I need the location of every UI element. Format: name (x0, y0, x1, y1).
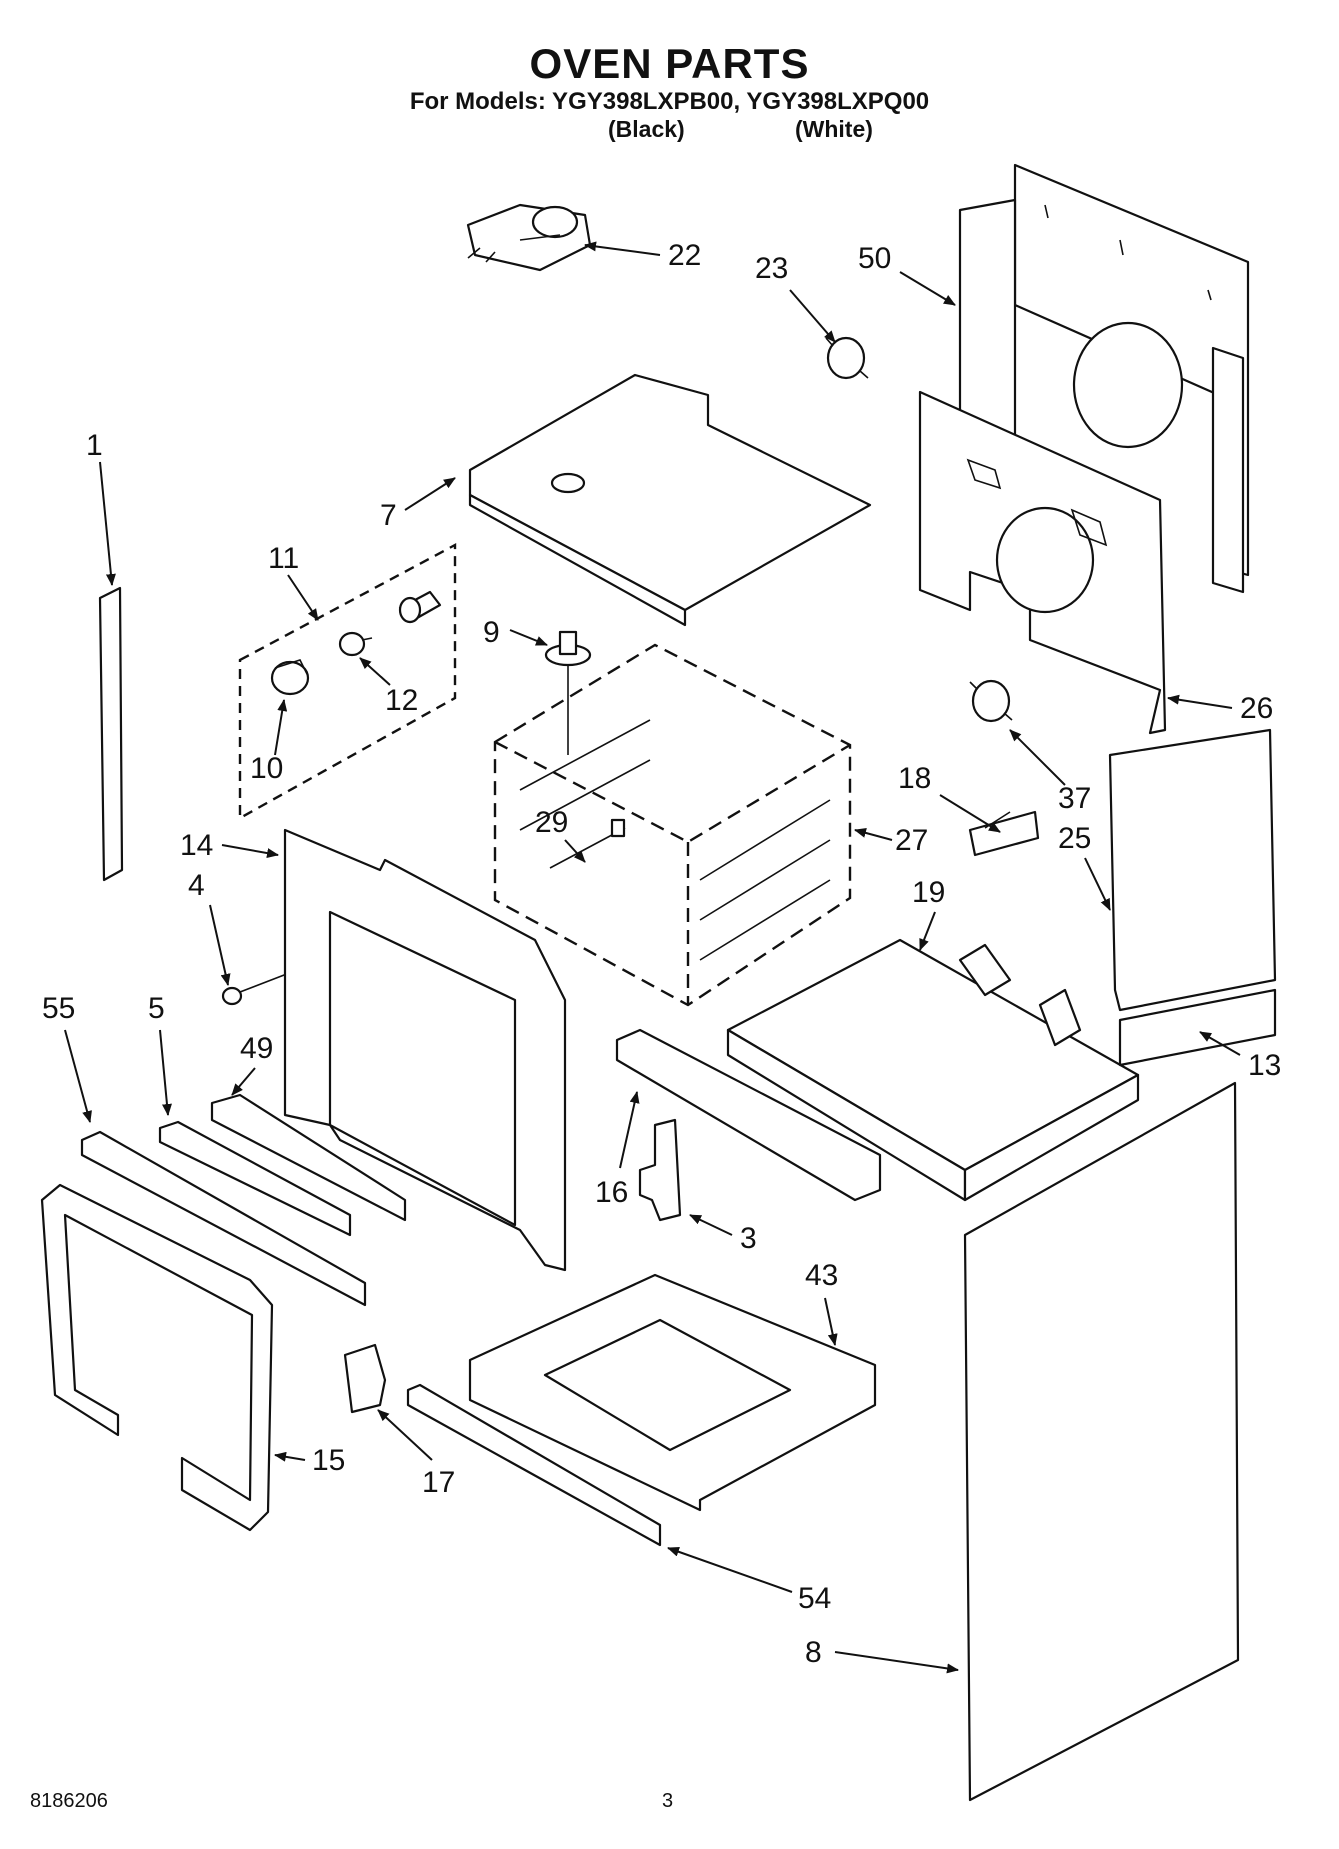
callout-50: 50 (858, 242, 956, 306)
callout-19: 19 (912, 876, 945, 951)
callout-5: 5 (148, 992, 172, 1116)
svg-text:49: 49 (240, 1032, 273, 1065)
callout-14: 14 (180, 829, 279, 862)
callout-11: 11 (268, 542, 319, 621)
part-17-bracket (343, 1343, 387, 1414)
part-50-rear-panel (958, 163, 1250, 594)
callout-23: 23 (755, 252, 836, 343)
part-23-thermal-limit (825, 336, 869, 380)
svg-text:43: 43 (805, 1259, 838, 1292)
document-number: 8186206 (30, 1790, 108, 1812)
part-29-element (549, 818, 626, 869)
svg-text:17: 17 (422, 1466, 455, 1499)
page-number: 3 (662, 1790, 674, 1812)
callout-43: 43 (805, 1259, 838, 1346)
callout-16: 16 (595, 1091, 640, 1209)
part-8-side-panel (963, 1081, 1240, 1802)
svg-text:37: 37 (1058, 782, 1091, 815)
part-26-rear-wall (918, 390, 1167, 735)
part-10-lamp-lens (270, 659, 310, 696)
callout-7: 7 (380, 477, 456, 532)
part-5-strip (158, 1120, 352, 1237)
callout-12: 12 (359, 657, 418, 717)
svg-text:15: 15 (312, 1444, 345, 1477)
part-19-shelf (726, 938, 1140, 1202)
callout-13: 13 (1199, 1031, 1281, 1082)
svg-text:27: 27 (895, 824, 928, 857)
part-25-side-panel (1108, 728, 1277, 1012)
part-43-bottom-tray (468, 1273, 877, 1512)
callout-54: 54 (667, 1546, 831, 1615)
callout-1: 1 (86, 429, 116, 586)
svg-text:12: 12 (385, 684, 418, 717)
part-1-trim-strip (98, 586, 124, 882)
part-7-top-panel (468, 373, 872, 627)
part-55-vent-trim (80, 1130, 367, 1307)
callout-4: 4 (188, 869, 231, 986)
callout-3: 3 (689, 1214, 757, 1255)
callout-55: 55 (42, 992, 92, 1123)
part-18-latch (968, 810, 1040, 857)
part-54-strip (406, 1383, 662, 1547)
callout-27: 27 (854, 824, 928, 857)
callout-18: 18 (898, 762, 1001, 833)
svg-text:7: 7 (380, 499, 397, 532)
part-11-lamp-group-outline (238, 542, 457, 821)
svg-text:8: 8 (805, 1636, 822, 1669)
part-13-strip (1118, 988, 1277, 1067)
svg-text:1: 1 (86, 429, 103, 462)
svg-text:4: 4 (188, 869, 205, 902)
svg-text:22: 22 (668, 239, 701, 272)
part-16-channel (615, 1028, 882, 1202)
svg-text:18: 18 (898, 762, 931, 795)
svg-text:9: 9 (483, 616, 500, 649)
part-37-thermal-limit (969, 679, 1013, 723)
svg-text:16: 16 (595, 1176, 628, 1209)
svg-text:55: 55 (42, 992, 75, 1025)
svg-text:19: 19 (912, 876, 945, 909)
callout-29: 29 (535, 806, 586, 863)
part-9-sensor (544, 630, 592, 755)
svg-text:14: 14 (180, 829, 213, 862)
callout-26: 26 (1167, 692, 1273, 725)
svg-text:11: 11 (268, 542, 299, 575)
part-27-oven-cavity (493, 643, 852, 1007)
callout-8: 8 (805, 1636, 959, 1674)
part-49-trim (210, 1093, 407, 1222)
variant-black-label: (Black) (608, 116, 685, 142)
svg-text:13: 13 (1248, 1049, 1281, 1082)
svg-text:54: 54 (798, 1582, 831, 1615)
lamp-socket (398, 590, 442, 624)
svg-text:10: 10 (250, 752, 283, 785)
svg-text:25: 25 (1058, 822, 1091, 855)
svg-text:26: 26 (1240, 692, 1273, 725)
callout-22: 22 (584, 239, 701, 272)
part-12-bulb (338, 631, 373, 657)
part-14-front-frame (283, 828, 567, 1272)
callout-49: 49 (231, 1032, 273, 1096)
model-numbers: For Models: YGY398LXPB00, YGY398LXPQ00 (409, 88, 930, 115)
callout-17: 17 (377, 1409, 455, 1499)
svg-text:23: 23 (755, 252, 788, 285)
callout-9: 9 (483, 616, 548, 649)
svg-text:29: 29 (535, 806, 568, 839)
svg-text:50: 50 (858, 242, 891, 275)
callout-37: 37 (1009, 729, 1091, 815)
part-15-door-gasket (40, 1183, 274, 1532)
svg-text:3: 3 (740, 1222, 757, 1255)
callout-10: 10 (250, 699, 288, 785)
part-3-bracket (638, 1118, 682, 1222)
callout-25: 25 (1058, 822, 1111, 911)
callout-15: 15 (274, 1444, 345, 1477)
part-22-thermostat (466, 203, 592, 272)
page-title: OVEN PARTS (529, 40, 810, 87)
svg-text:5: 5 (148, 992, 165, 1025)
variant-white-label: (White) (795, 116, 873, 142)
